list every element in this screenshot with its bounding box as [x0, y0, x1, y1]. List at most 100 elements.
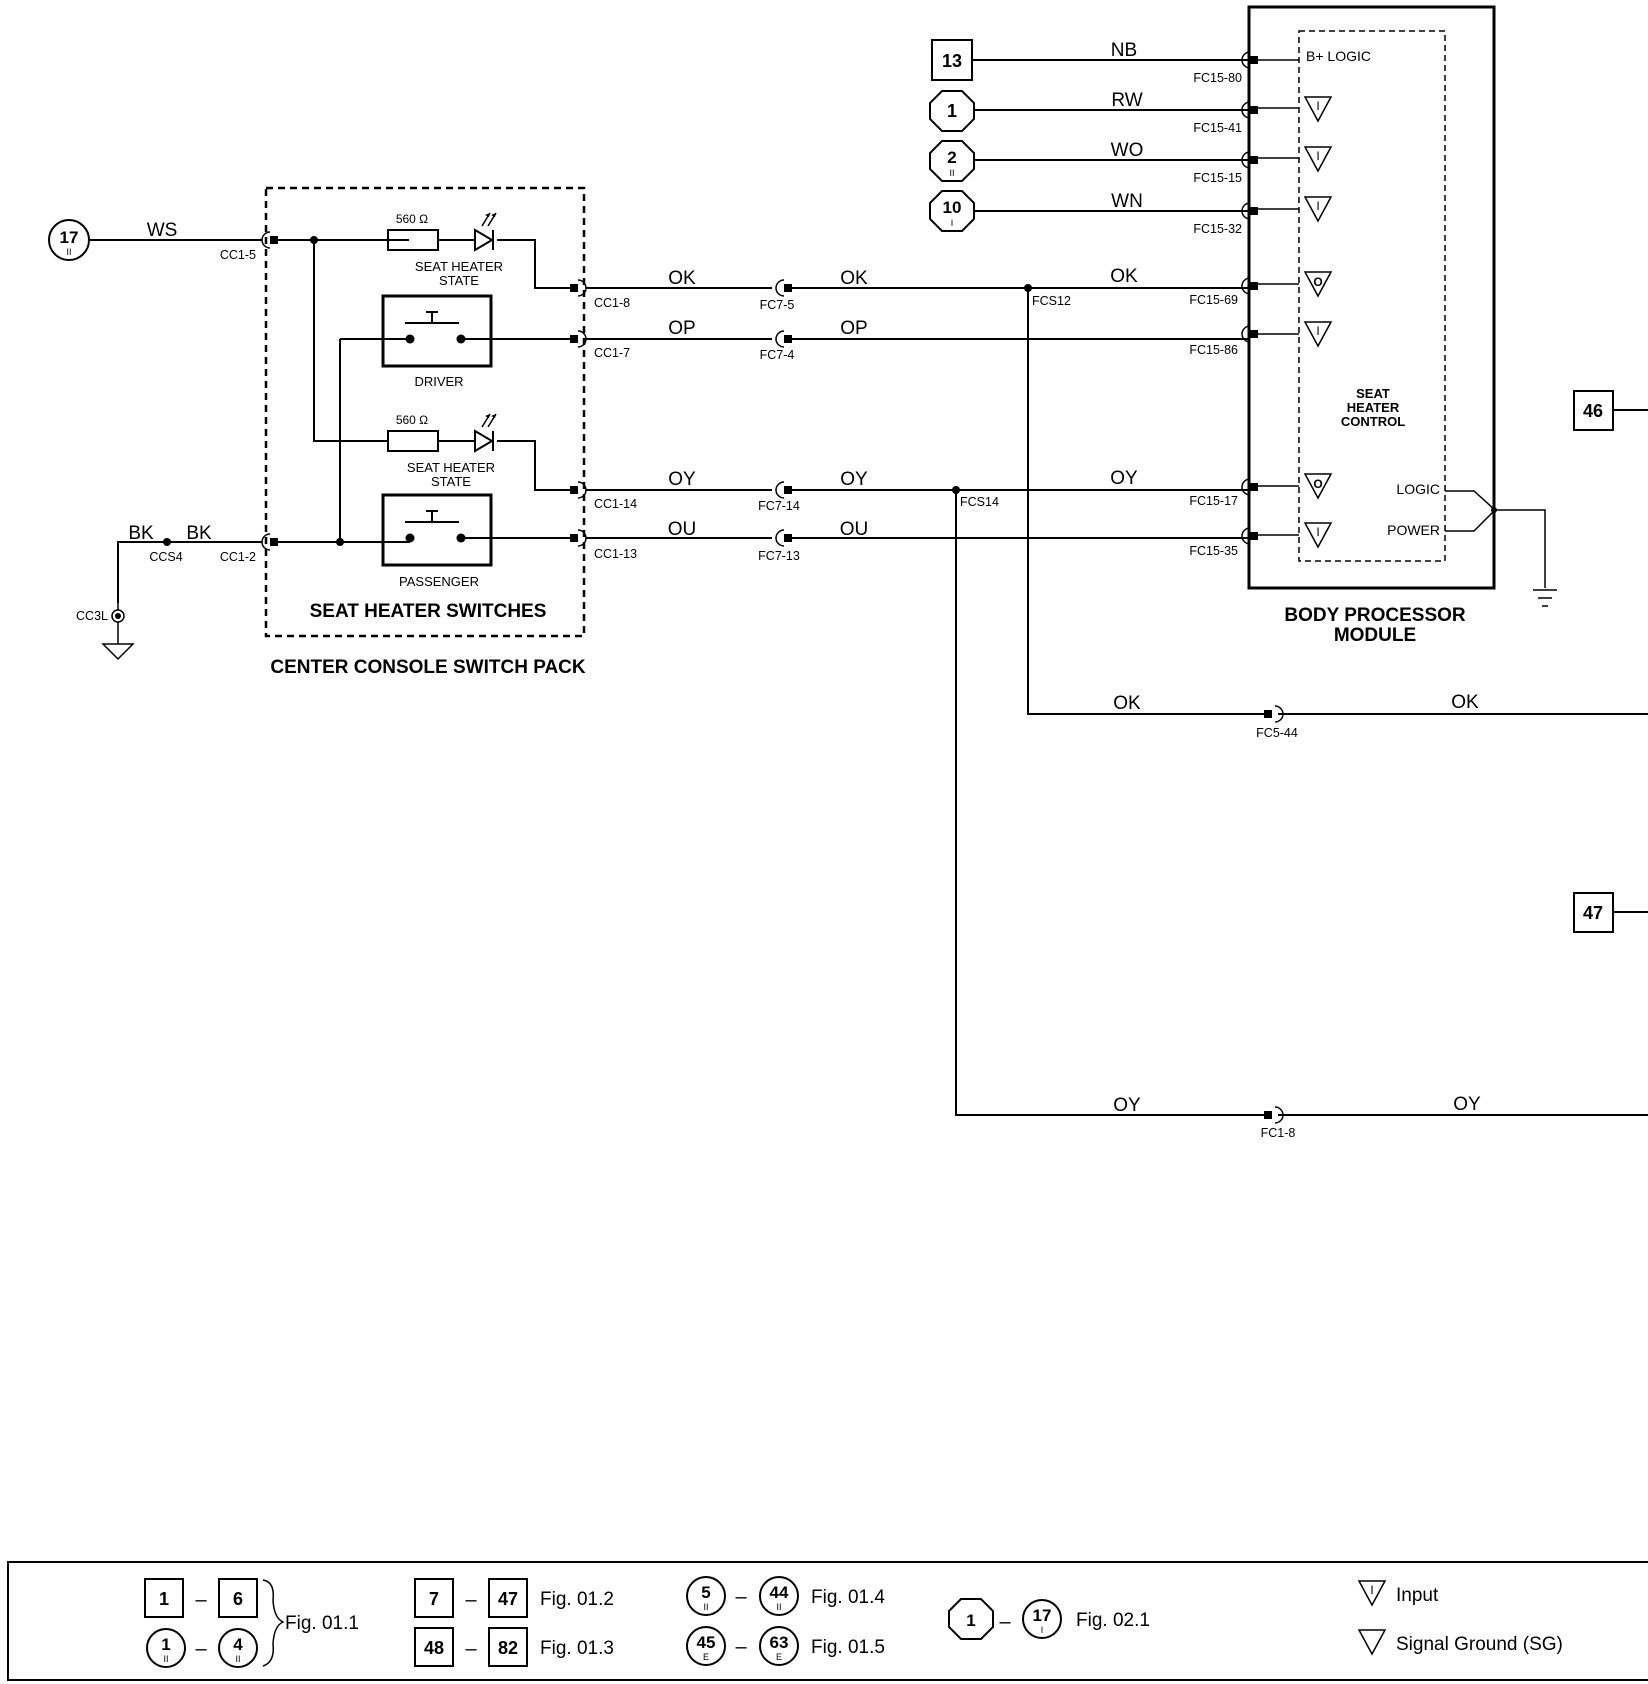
ref-13: 13 [931, 39, 973, 81]
input-pin-icon: I [1303, 321, 1333, 348]
ground-point-icon [111, 603, 125, 644]
shc-label-3: CONTROL [1341, 414, 1405, 429]
ref-46: 46 [1573, 390, 1614, 431]
input-triangle-icon: I [1357, 1580, 1387, 1607]
center-console-switch-pack: CENTER CONSOLE SWITCH PACK SEAT HEATER S… [264, 186, 586, 678]
wire-oy-2: OY [840, 469, 868, 490]
conn-cc1-2: CC1-2 [220, 550, 256, 564]
bpm-connectors [1241, 51, 1258, 545]
output-pin-icon: O [1303, 473, 1333, 500]
svg-text:47: 47 [1583, 903, 1603, 923]
svg-text:O: O [1313, 275, 1322, 289]
svg-text:1: 1 [161, 1635, 170, 1654]
svg-text:–: – [195, 1638, 207, 1660]
svg-text:82: 82 [498, 1638, 518, 1658]
svg-text:45: 45 [697, 1633, 716, 1652]
svg-text:46: 46 [1583, 401, 1603, 421]
svg-text:I: I [1316, 324, 1319, 338]
wire-oy-4: OY [1113, 1095, 1141, 1116]
ref-2-ii: 2 II [929, 140, 975, 182]
wire-ou-2: OU [840, 519, 869, 540]
signal-ground-icon [1357, 1629, 1387, 1656]
svg-text:–: – [735, 1636, 747, 1658]
indicator-1-label-1: SEAT HEATER [415, 259, 503, 274]
svg-text:10: 10 [943, 198, 962, 217]
cc1-connectors [261, 231, 587, 551]
wire-nb: NB [1111, 40, 1137, 61]
conn-fcs14: FCS14 [960, 495, 999, 509]
svg-text:I: I [1041, 1625, 1044, 1635]
svg-text:13: 13 [942, 51, 962, 71]
resistor-2-value: 560 Ω [396, 413, 428, 427]
fc1-8-connector [1264, 1106, 1284, 1124]
svg-text:E: E [703, 1652, 709, 1662]
svg-text:I: I [1316, 525, 1319, 539]
svg-text:II: II [949, 168, 954, 178]
legend-fig-01-1: Fig. 01.1 [285, 1613, 359, 1634]
conn-cc1-5: CC1-5 [220, 248, 256, 262]
ground-symbol [1533, 589, 1557, 607]
wire-oy-5: OY [1453, 1094, 1481, 1115]
input-pin-icon: I [1303, 522, 1333, 549]
svg-text:I: I [951, 218, 954, 228]
conn-cc1-7: CC1-7 [594, 346, 630, 360]
resistor-1 [387, 229, 439, 251]
conn-ccs4: CCS4 [149, 550, 182, 564]
svg-text:I: I [1316, 199, 1319, 213]
passenger-label: PASSENGER [399, 574, 479, 589]
wire-op-1: OP [668, 318, 695, 339]
svg-text:7: 7 [429, 1589, 439, 1609]
legend-signal-ground: Signal Ground (SG) [1396, 1634, 1563, 1655]
svg-text:–: – [195, 1589, 207, 1611]
resistor-2 [387, 430, 439, 452]
svg-text:I: I [1370, 1583, 1373, 1597]
wire-bk-1: BK [128, 523, 154, 544]
svg-text:47: 47 [498, 1589, 518, 1609]
conn-cc1-13: CC1-13 [594, 547, 637, 561]
input-pin-icon: I [1303, 196, 1333, 223]
wire-wo: WO [1111, 140, 1144, 161]
svg-text:48: 48 [424, 1638, 444, 1658]
legend-input: Input [1396, 1585, 1439, 1606]
ref-17-ii: 17 II [48, 219, 90, 261]
wire-ou-1: OU [668, 519, 697, 540]
wire-oy-3: OY [1110, 468, 1138, 489]
input-pin-icon: I [1303, 96, 1333, 123]
conn-fc7-14: FC7-14 [758, 499, 800, 513]
svg-text:–: – [465, 1589, 477, 1611]
conn-fc1-8: FC1-8 [1261, 1126, 1296, 1140]
indicator-2-label-2: STATE [431, 474, 471, 489]
legend-fig-01-3: Fig. 01.3 [540, 1638, 614, 1659]
wire-ok-4: OK [1113, 693, 1141, 714]
svg-text:–: – [465, 1638, 477, 1660]
conn-cc1-14: CC1-14 [594, 497, 637, 511]
power-label: POWER [1387, 522, 1440, 538]
svg-text:17: 17 [60, 228, 79, 247]
svg-text:I: I [1316, 149, 1319, 163]
body-processor-module: BODY PROCESSOR MODULE SEAT HEATER CONTRO… [1247, 5, 1557, 646]
conn-fcs12: FCS12 [1032, 294, 1071, 308]
conn-fc15-69: FC15-69 [1189, 293, 1238, 307]
svg-text:E: E [776, 1652, 782, 1662]
svg-text:5: 5 [701, 1583, 710, 1602]
conn-fc15-35: FC15-35 [1189, 544, 1238, 558]
bpm-title-line1: BODY PROCESSOR [1284, 605, 1466, 626]
svg-text:–: – [735, 1586, 747, 1608]
svg-text:O: O [1313, 477, 1322, 491]
conn-fc7-13: FC7-13 [758, 549, 800, 563]
svg-text:1: 1 [966, 1611, 975, 1630]
wire-ok-1: OK [668, 268, 696, 289]
svg-text:II: II [235, 1654, 240, 1664]
conn-cc3l: CC3L [76, 609, 108, 623]
input-pin-icon: I [1303, 146, 1333, 173]
wire-ws: WS [147, 220, 178, 241]
legend-fig-02-1: Fig. 02.1 [1076, 1610, 1150, 1631]
svg-text:2: 2 [947, 148, 956, 167]
legend-fig-01-2: Fig. 01.2 [540, 1589, 614, 1610]
resistor-1-value: 560 Ω [396, 212, 428, 226]
svg-text:II: II [163, 1654, 168, 1664]
indicator-2-label-1: SEAT HEATER [407, 460, 495, 475]
led-icon [474, 413, 497, 453]
svg-text:1: 1 [159, 1589, 169, 1609]
ref-47: 47 [1573, 892, 1614, 933]
